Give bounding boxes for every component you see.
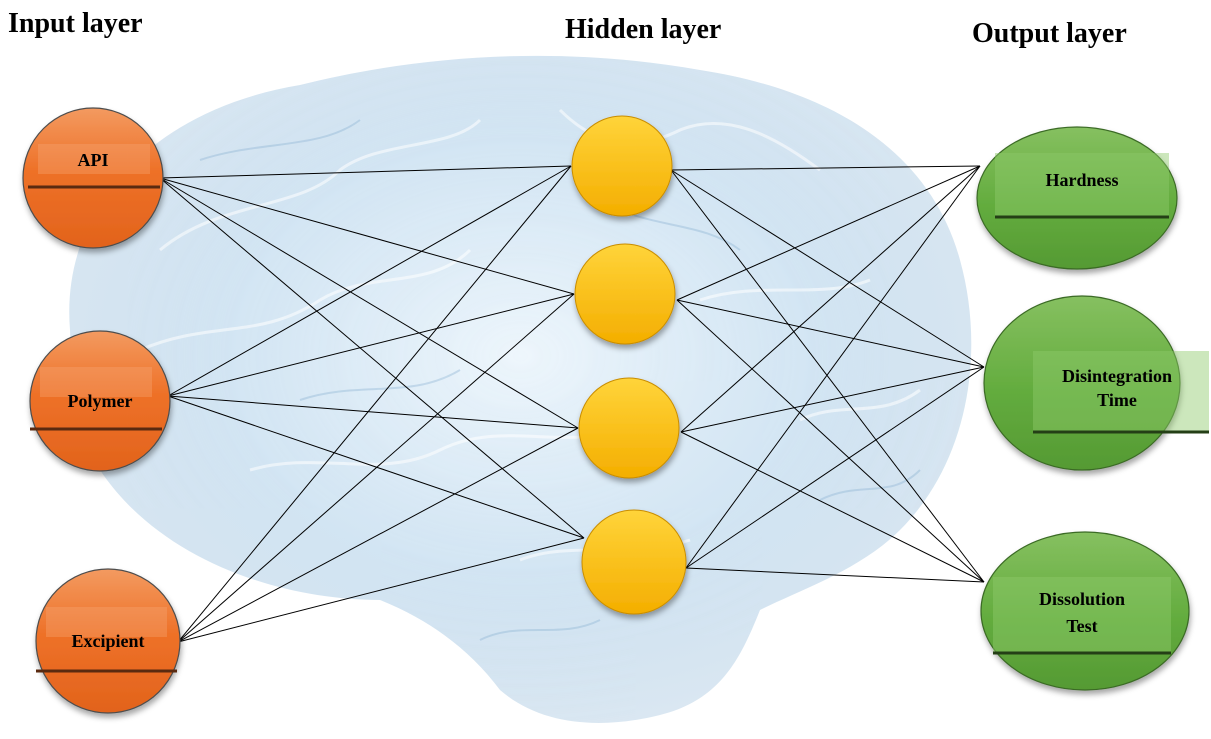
input-node-label: Excipient <box>71 631 144 651</box>
output-node-label-box <box>1033 351 1209 431</box>
input-node-circle <box>22 107 164 249</box>
connection-hidden-4-output-3 <box>685 567 985 583</box>
output-node-label: Dissolution <box>1039 589 1125 609</box>
input-node-label: API <box>78 150 109 170</box>
connection-input-1-hidden-3 <box>159 177 579 429</box>
hidden-node-4 <box>581 509 687 615</box>
connection-hidden-4-output-1 <box>685 165 981 569</box>
connection-input-2-hidden-1 <box>167 165 572 397</box>
output-node-ellipse <box>983 295 1181 471</box>
input-node-circle <box>35 568 181 714</box>
connection-input-2-hidden-2 <box>167 293 575 397</box>
connection-hidden-2-output-1 <box>676 165 981 301</box>
connection-hidden-2-output-2 <box>676 299 985 368</box>
hidden-node-2 <box>574 243 676 345</box>
output-node-1: Hardness <box>976 126 1178 270</box>
connection-hidden-4-output-2 <box>685 366 985 569</box>
output-node-label: Disintegration <box>1062 366 1172 386</box>
input-node-highlight <box>40 367 152 397</box>
connection-hidden-2-output-3 <box>676 299 985 583</box>
hidden-node-1 <box>571 115 673 217</box>
connection-input-3-hidden-2 <box>177 293 575 643</box>
output-layer-heading: Output layer <box>972 18 1127 49</box>
output-node-label: Test <box>1066 616 1097 636</box>
connection-input-1-hidden-2 <box>159 177 575 295</box>
output-node-ellipse <box>980 531 1190 691</box>
connection-input-1-hidden-4 <box>159 177 585 539</box>
output-node-label-box <box>993 577 1171 653</box>
connection-hidden-3-output-2 <box>680 366 985 433</box>
input-node-label: Polymer <box>68 391 133 411</box>
connection-hidden-1-output-2 <box>670 169 985 368</box>
connection-input-3-hidden-1 <box>177 165 572 643</box>
connection-lines <box>159 165 985 643</box>
connection-hidden-3-output-1 <box>680 165 981 433</box>
input-node-2: Polymer <box>29 330 171 472</box>
input-layer-heading: Input layer <box>8 8 143 39</box>
connection-hidden-1-output-3 <box>670 169 985 583</box>
input-node-highlight <box>38 144 150 174</box>
connection-input-3-hidden-3 <box>177 427 579 643</box>
input-node-highlight <box>46 607 167 637</box>
connection-hidden-3-output-3 <box>680 431 985 583</box>
output-node-label: Time <box>1097 390 1137 410</box>
connection-input-1-hidden-1 <box>159 165 572 179</box>
input-node-3: Excipient <box>35 568 181 714</box>
hidden-layer-heading: Hidden layer <box>565 14 721 45</box>
brain-background <box>69 55 972 723</box>
output-node-label: Hardness <box>1045 170 1118 190</box>
connection-input-2-hidden-3 <box>167 395 579 429</box>
input-node-circle <box>29 330 171 472</box>
connection-input-3-hidden-4 <box>177 537 585 643</box>
hidden-node-3 <box>578 377 680 479</box>
connection-input-2-hidden-4 <box>167 395 585 539</box>
connection-hidden-1-output-1 <box>670 165 981 171</box>
input-node-1: API <box>22 107 164 249</box>
output-node-ellipse <box>976 126 1178 270</box>
output-node-label-box <box>995 153 1169 218</box>
